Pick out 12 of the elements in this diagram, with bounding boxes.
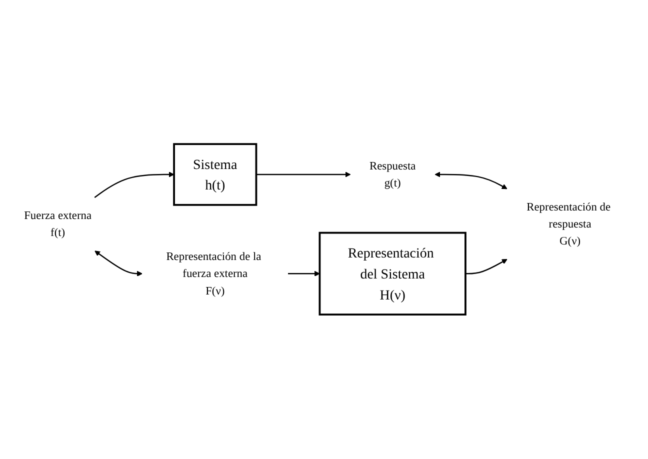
node-text: Fuerza externa f(t): [24, 209, 92, 239]
arrow: [256, 172, 351, 178]
node-box: Sistema h(t): [173, 143, 258, 206]
arrow: [94, 172, 174, 198]
arrow: [288, 271, 320, 277]
node-box: Representación del Sistema H(ν): [318, 232, 466, 316]
node-text: Respuesta g(t): [369, 159, 416, 190]
arrow: [94, 250, 142, 277]
node-text: Representación de la fuerza externa F(ν): [166, 250, 262, 297]
arrow: [465, 259, 508, 274]
arrow: [434, 172, 508, 190]
node-text: Representación de respuesta G(ν): [526, 200, 611, 248]
